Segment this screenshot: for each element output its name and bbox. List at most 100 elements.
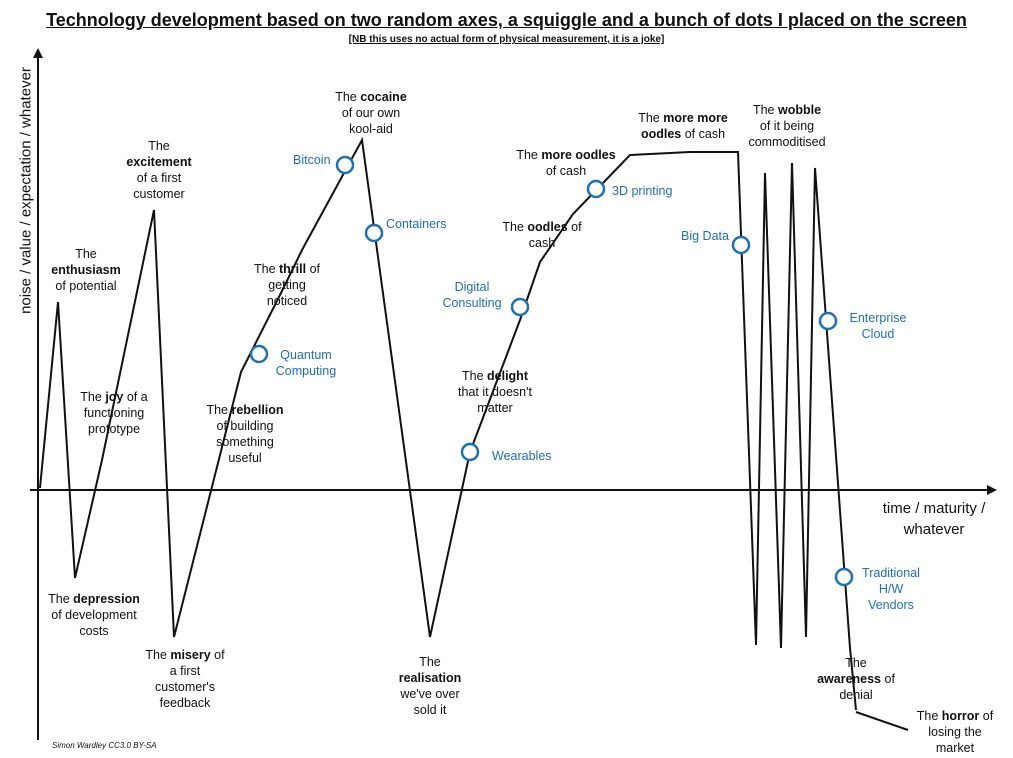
- diagram-title: Technology development based on two rand…: [46, 10, 967, 30]
- stage-label-line: noticed: [237, 293, 337, 309]
- stage-label-line: that it doesn't: [440, 384, 550, 400]
- stage-text: customer: [133, 187, 185, 201]
- stage-label-line: feedback: [135, 695, 235, 711]
- stage-label-line: getting: [237, 277, 337, 293]
- x-axis-label: time / maturity / whatever: [868, 498, 1000, 540]
- tech-label-line: H/W: [878, 582, 904, 596]
- stage-label-line: The oodles of: [492, 219, 592, 235]
- stage-label-line: of potential: [36, 278, 136, 294]
- stage-text: cash: [528, 236, 556, 250]
- stage-label-line: The delight: [440, 368, 550, 384]
- stage-text: something: [216, 435, 274, 449]
- stage-label-line: matter: [440, 400, 550, 416]
- stage-label-line: denial: [806, 687, 906, 703]
- stage-text-bold: delight: [487, 369, 528, 383]
- stage-text: functioning: [83, 406, 145, 420]
- stage-label-line: enthusiasm: [36, 262, 136, 278]
- tech-label-line: Vendors: [868, 598, 914, 612]
- stage-text-bold: joy: [105, 390, 124, 404]
- stage-text-bold: awareness: [817, 672, 882, 686]
- stage-label-line: of development: [39, 607, 149, 623]
- stage-label-line: losing the: [904, 724, 1006, 740]
- stage-text: The: [419, 655, 441, 669]
- stage-label-line: sold it: [380, 702, 480, 718]
- stage-text: of: [306, 262, 320, 276]
- tech-label-line: Wearables: [492, 449, 552, 463]
- stage-label-line: The rebellion: [195, 402, 295, 418]
- stage-label-line: The depression: [39, 591, 149, 607]
- stage-text-bold: realisation: [398, 671, 462, 685]
- stage-label-line: The wobble: [732, 102, 842, 118]
- tech-label-line: Bitcoin: [293, 153, 331, 167]
- stage-label-realisation: The realisation we've over sold it: [380, 654, 480, 718]
- stage-text-bold: oodles: [527, 220, 568, 234]
- stage-label-line: The: [36, 246, 136, 262]
- stage-label-line: The more oodles: [506, 147, 626, 163]
- stage-text-bold: oodles: [640, 127, 682, 141]
- stage-text-bold: misery: [170, 648, 211, 662]
- stage-label-line: The: [380, 654, 480, 670]
- stage-text: sold it: [413, 703, 447, 717]
- tech-label-line: Cloud: [861, 327, 895, 341]
- tech-label-line: Computing: [275, 364, 337, 378]
- stage-text-bold: rebellion: [231, 403, 284, 417]
- stage-text: of building: [216, 419, 274, 433]
- stage-text-bold: cocaine: [360, 90, 407, 104]
- tech-label-line: Big Data: [681, 229, 729, 243]
- stage-text: The: [75, 247, 97, 261]
- stage-text-bold: more oodles: [541, 148, 616, 162]
- tech-label-containers: Containers: [386, 216, 446, 232]
- tech-label-line: Digital: [454, 280, 490, 294]
- squiggle-line: [39, 136, 857, 711]
- stage-text: of: [210, 648, 225, 662]
- stage-label-line: of building: [195, 418, 295, 434]
- stage-label-line: The joy of a: [69, 389, 159, 405]
- stage-text: of cash: [681, 127, 726, 141]
- stage-text: market: [935, 741, 975, 755]
- stage-text: useful: [228, 451, 262, 465]
- stage-text: The: [335, 90, 361, 104]
- stage-text: of: [567, 220, 582, 234]
- stage-label-line: of a first: [114, 170, 204, 186]
- stage-text: The: [502, 220, 528, 234]
- stage-text-bold: excitement: [126, 155, 192, 169]
- stage-text: of: [881, 672, 895, 686]
- stage-label-line: functioning: [69, 405, 159, 421]
- stage-text: The: [752, 103, 778, 117]
- stage-text: a first: [169, 664, 201, 678]
- marker-bitcoin: [335, 155, 355, 175]
- stage-label-line: excitement: [114, 154, 204, 170]
- stage-label-line: prototype: [69, 421, 159, 437]
- marker-quantum-computing: [249, 344, 269, 364]
- stage-text: of a first: [136, 171, 182, 185]
- stage-text: we've over: [400, 687, 460, 701]
- stage-text-bold: thrill: [279, 262, 307, 276]
- marker-traditional-hw-vendors: [834, 567, 854, 587]
- stage-label-line: awareness of: [806, 671, 906, 687]
- tech-label-3d-printing: 3D printing: [612, 183, 672, 199]
- x-axis-label-line-2: whatever: [903, 521, 965, 538]
- tech-label-line: Traditional: [862, 566, 920, 580]
- stage-label-line: The: [114, 138, 204, 154]
- stage-text: of cash: [545, 164, 587, 178]
- stage-text: The: [253, 262, 279, 276]
- marker-wearables: [460, 442, 480, 462]
- stage-text: commoditised: [748, 135, 826, 149]
- stage-text: denial: [839, 688, 873, 702]
- stage-text: of a: [123, 390, 148, 404]
- stage-text: The: [145, 648, 171, 662]
- marker-big-data: [731, 235, 751, 255]
- tech-label-big-data: Big Data: [681, 228, 729, 244]
- marker-enterprise-cloud: [818, 311, 838, 331]
- stage-text: The: [845, 656, 867, 670]
